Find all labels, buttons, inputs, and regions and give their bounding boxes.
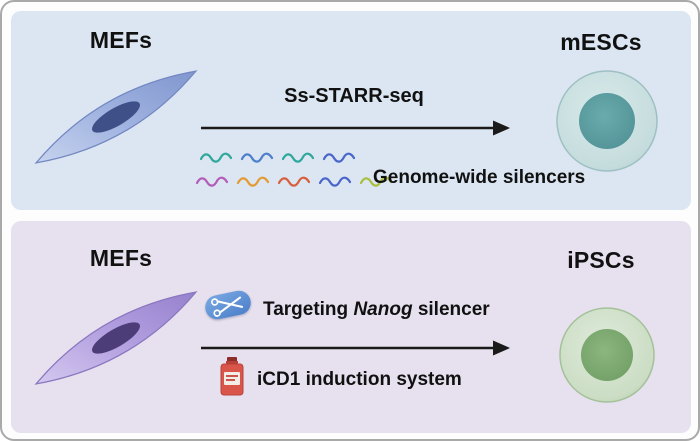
bottom-panel: MEFs Targeting Nanog silenc	[11, 221, 691, 433]
targeting-suffix: silencer	[412, 299, 490, 320]
mesc-cell	[556, 70, 658, 172]
right-arrow-icon-bottom	[201, 340, 510, 356]
mefs-label-bottom: MEFs	[89, 245, 153, 271]
mescs-label: mESCs	[560, 29, 642, 55]
silencer-squiggle-icon	[281, 152, 315, 163]
process-label-top: Ss-STARR-seq	[284, 85, 424, 107]
genome-wide-silencers-label: Genome-wide silencers	[373, 167, 586, 188]
targeting-prefix: Targeting	[263, 299, 354, 320]
mef-fibroblast-cell-bottom	[34, 291, 198, 385]
cell-nucleus	[579, 93, 635, 149]
silencer-squiggle-icon	[322, 152, 356, 163]
ipsc-cell	[559, 307, 655, 403]
nanog-gene-name: Nanog	[353, 299, 413, 320]
cell-nucleus	[92, 101, 140, 133]
right-arrow-icon-top	[201, 120, 510, 136]
ipscs-label: iPSCs	[567, 247, 635, 273]
scissors-icon	[203, 288, 253, 322]
silencer-squiggle-icon	[199, 152, 233, 163]
silencer-squiggle-icon	[277, 176, 311, 187]
mef-fibroblast-cell-top	[34, 70, 198, 164]
silencer-squiggle-icon	[195, 176, 229, 187]
cell-nucleus	[92, 322, 140, 354]
targeting-nanog-label: Targeting Nanog silencer	[263, 299, 490, 321]
top-panel: MEFs Ss-STARR-seq	[11, 11, 691, 210]
cell-nucleus	[581, 329, 633, 381]
mefs-label-top: MEFs	[89, 27, 153, 53]
silencer-squiggle-icon	[359, 176, 393, 187]
reagent-bottle-icon	[220, 357, 244, 396]
silencer-squiggle-icon	[236, 176, 270, 187]
icd1-induction-label: iCD1 induction system	[257, 369, 462, 390]
squiggle-row-2	[195, 175, 393, 188]
squiggle-row-1	[199, 151, 356, 164]
silencer-squiggle-icon	[318, 176, 352, 187]
silencer-squiggle-icon	[240, 152, 274, 163]
